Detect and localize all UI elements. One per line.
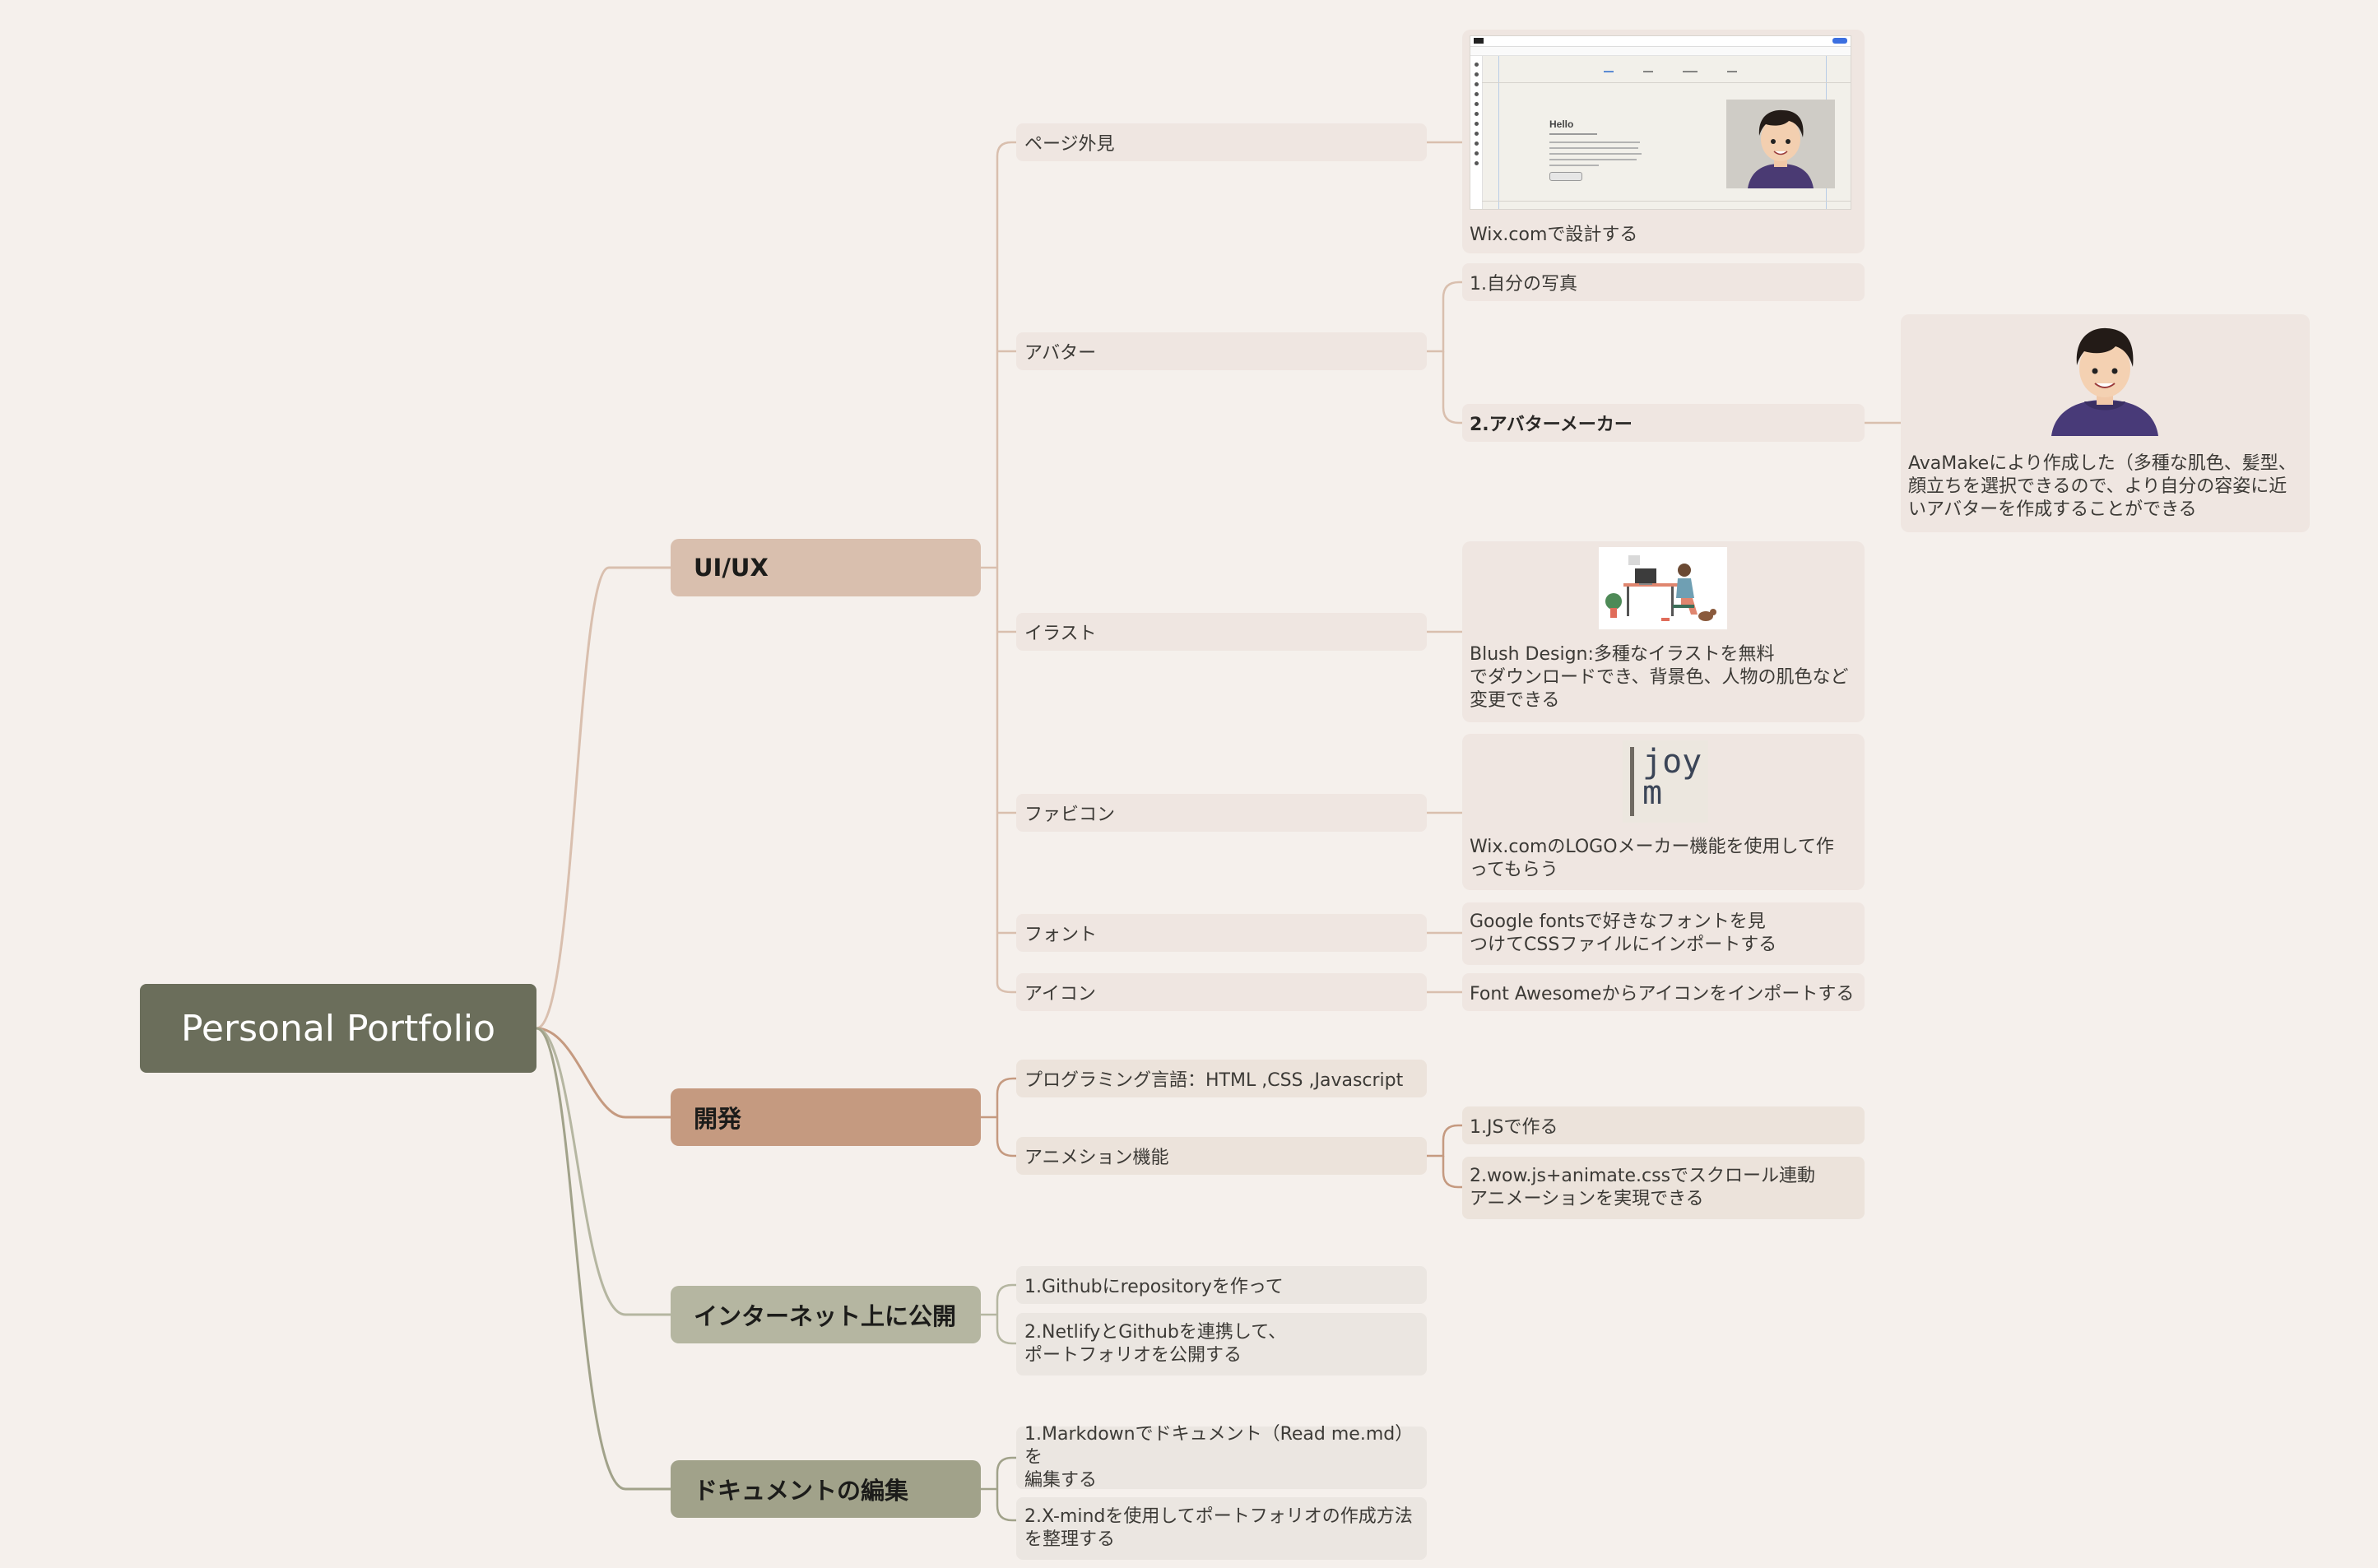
icon-detail-text: Font Awesomeからアイコンをインポートする: [1470, 984, 1855, 1004]
topic-icon-label: アイコン: [1024, 984, 1096, 1004]
docs-step-markdown-label: 1.Markdownでドキュメント（Read me.md）を 編集する: [1024, 1424, 1414, 1491]
favicon-logo-image: joy m: [1623, 740, 1708, 823]
topic-page-appearance-label: ページ外見: [1024, 134, 1115, 155]
animation-option-js[interactable]: 1.JSで作る: [1462, 1106, 1865, 1144]
branch-docs[interactable]: ドキュメントの編集: [671, 1460, 981, 1518]
topic-illustration[interactable]: イラスト: [1016, 613, 1427, 651]
docs-step-markdown[interactable]: 1.Markdownでドキュメント（Read me.md）を 編集する: [1016, 1424, 1427, 1491]
avatar-option-maker[interactable]: 2.アバターメーカー: [1462, 404, 1865, 442]
topic-animation-label: アニメション機能: [1024, 1148, 1169, 1168]
branch-dev-label: 開発: [694, 1105, 742, 1133]
topic-font-label: フォント: [1024, 925, 1098, 945]
card-avamake-avatar[interactable]: AvaMakeにより作成した（多種な肌色、髪型、 顔立ちを選択できるので、より自…: [1901, 314, 2310, 532]
topic-animation[interactable]: アニメション機能: [1016, 1137, 1427, 1175]
avatar-option-photo[interactable]: 1.自分の写真: [1462, 263, 1865, 301]
topic-favicon-label: ファビコン: [1024, 805, 1116, 825]
edge-root-dev: [536, 1027, 671, 1119]
blush-illustration-image: [1599, 547, 1727, 629]
animation-option-js-label: 1.JSで作る: [1470, 1117, 1558, 1138]
topic-avatar[interactable]: アバター: [1016, 332, 1427, 370]
screenshot-hello-text: Hello: [1549, 118, 1574, 130]
topic-illustration-label: イラスト: [1024, 624, 1097, 644]
website-screenshot-image: ▬▬ ▬▬ ▬▬▬ ▬▬ Hello: [1470, 35, 1851, 210]
animation-option-wow[interactable]: 2.wow.js+animate.cssでスクロール連動 アニメーションを実現で…: [1462, 1157, 1865, 1219]
card-wix-logo-maker[interactable]: joy m Wix.comのLOGOメーカー機能を使用して作 ってもらう: [1462, 734, 1865, 890]
branch-publish-label: インターネット上に公開: [694, 1302, 957, 1330]
branch-uiux[interactable]: UI/UX: [671, 539, 981, 596]
docs-step-xmind[interactable]: 2.X-mindを使用してポートフォリオの作成方法 を整理する: [1016, 1497, 1427, 1560]
avatar-option-maker-label: 2.アバターメーカー: [1470, 415, 1633, 435]
publish-step-github-label: 1.Githubにrepositoryを作って: [1024, 1277, 1284, 1297]
favicon-logo-line2: m: [1642, 774, 1663, 812]
publish-step-netlify-label: 2.NetlifyとGithubを連携して、 ポートフォリオを公開する: [1024, 1322, 1287, 1366]
font-detail-text: Google fontsで好きなフォントを見 つけてCSSファイルにインポートす…: [1470, 912, 1777, 955]
topic-page-appearance[interactable]: ページ外見: [1016, 123, 1427, 161]
card-wix-design[interactable]: ▬▬ ▬▬ ▬▬▬ ▬▬ Hello Wix.comで設計する: [1462, 30, 1865, 253]
root-node[interactable]: Personal Portfolio: [140, 984, 536, 1073]
topic-favicon[interactable]: ファビコン: [1016, 794, 1427, 832]
publish-step-netlify[interactable]: 2.NetlifyとGithubを連携して、 ポートフォリオを公開する: [1016, 1313, 1427, 1375]
card-blush-caption: Blush Design:多種なイラストを無料 でダウンロードでき、背景色、人物…: [1470, 644, 1849, 711]
favicon-logo-line1: joy: [1642, 743, 1702, 781]
publish-step-github[interactable]: 1.Githubにrepositoryを作って: [1016, 1266, 1427, 1304]
edge-root-docs: [536, 1027, 671, 1491]
card-wix-logo-caption: Wix.comのLOGOメーカー機能を使用して作 ってもらう: [1470, 837, 1834, 880]
branch-uiux-label: UI/UX: [694, 554, 769, 582]
topic-font[interactable]: フォント: [1016, 914, 1427, 952]
card-avamake-caption: AvaMakeにより作成した（多種な肌色、髪型、 顔立ちを選択できるので、より自…: [1908, 453, 2297, 520]
branch-docs-label: ドキュメントの編集: [694, 1477, 909, 1505]
card-blush-design[interactable]: Blush Design:多種なイラストを無料 でダウンロードでき、背景色、人物…: [1462, 541, 1865, 722]
edge-root-uiux: [536, 566, 671, 1030]
card-wix-design-caption: Wix.comで設計する: [1470, 225, 1638, 245]
animation-option-wow-label: 2.wow.js+animate.cssでスクロール連動 アニメーションを実現で…: [1470, 1166, 1816, 1209]
topic-programming-language[interactable]: プログラミング言語：HTML ,CSS ,Javascript: [1016, 1060, 1427, 1097]
topic-icon[interactable]: アイコン: [1016, 973, 1427, 1011]
root-label: Personal Portfolio: [180, 1007, 496, 1050]
branch-dev[interactable]: 開発: [671, 1088, 981, 1146]
topic-avatar-label: アバター: [1024, 343, 1097, 364]
edge-root-publish: [536, 1027, 671, 1316]
topic-programming-language-label: プログラミング言語：HTML ,CSS ,Javascript: [1024, 1070, 1404, 1091]
avatar-illustration-image: [2051, 327, 2158, 436]
docs-step-xmind-label: 2.X-mindを使用してポートフォリオの作成方法 を整理する: [1024, 1506, 1413, 1550]
avatar-option-photo-label: 1.自分の写真: [1470, 274, 1577, 295]
icon-detail[interactable]: Font Awesomeからアイコンをインポートする: [1462, 973, 1865, 1011]
branch-publish[interactable]: インターネット上に公開: [671, 1286, 981, 1343]
font-detail[interactable]: Google fontsで好きなフォントを見 つけてCSSファイルにインポートす…: [1462, 902, 1865, 965]
